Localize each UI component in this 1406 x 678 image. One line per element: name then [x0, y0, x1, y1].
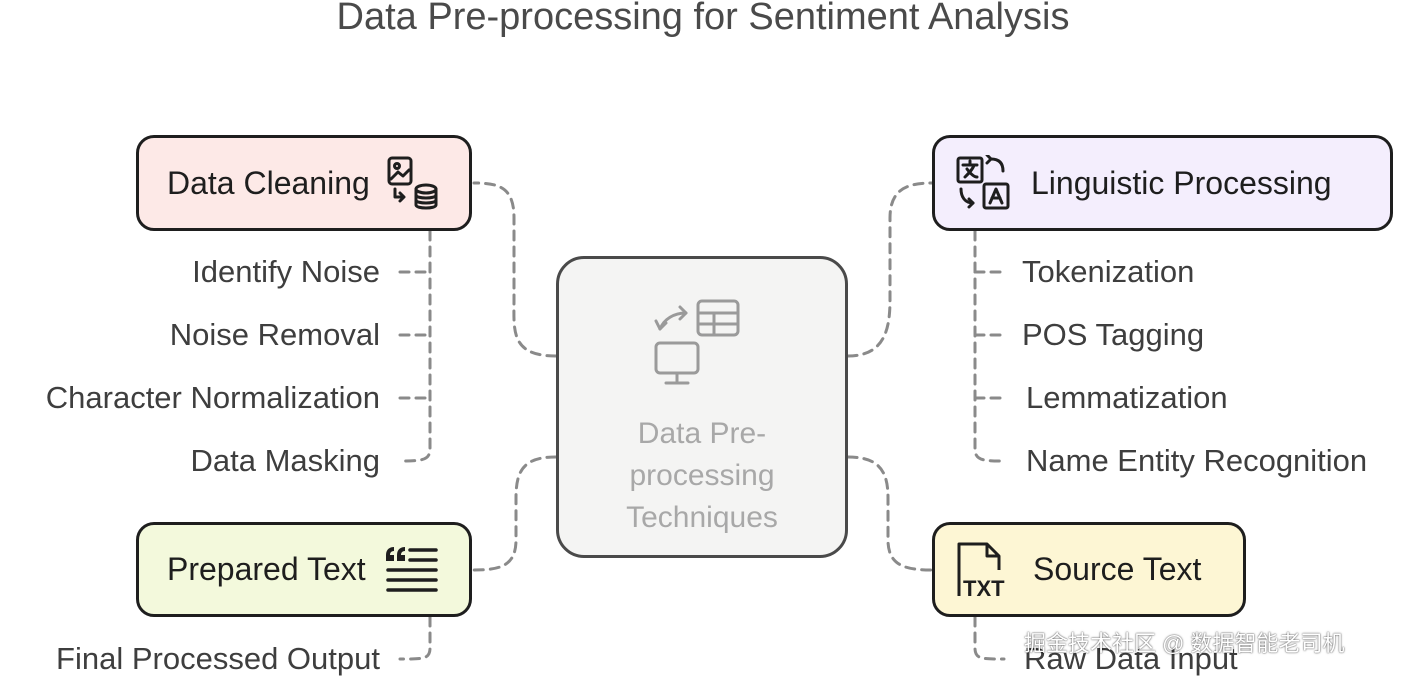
txt-file-icon: TXT — [957, 542, 1005, 600]
spine-data-cleaning — [398, 229, 432, 463]
connector-source-text — [846, 455, 934, 572]
image-database-icon — [387, 156, 438, 210]
linguistic-processing-node[interactable]: Linguistic Processing — [932, 135, 1393, 231]
quote-text-icon — [385, 546, 438, 592]
linguistic-item: Tokenization — [1022, 254, 1195, 289]
linguistic-processing-label: Linguistic Processing — [1031, 164, 1332, 201]
linguistic-item: Lemmatization — [1026, 380, 1228, 415]
data-cleaning-node[interactable]: Data Cleaning — [136, 135, 472, 231]
prepared-text-label: Prepared Text — [167, 551, 366, 587]
prepared-text-item: Final Processed Output — [56, 641, 380, 676]
data-cleaning-item: Identify Noise — [192, 254, 380, 289]
svg-text:TXT: TXT — [963, 576, 1005, 600]
connector-data-cleaning — [472, 181, 558, 358]
source-text-item: Raw Data Input — [1024, 641, 1238, 676]
source-text-label: Source Text — [1033, 551, 1202, 587]
linguistic-item: POS Tagging — [1022, 317, 1205, 352]
data-cleaning-item: Noise Removal — [169, 317, 380, 352]
connector-prepared-text — [472, 455, 558, 572]
connector-linguistic — [846, 181, 934, 358]
spine-linguistic — [973, 229, 1006, 463]
data-cleaning-label: Data Cleaning — [167, 164, 370, 201]
data-transform-icon — [654, 299, 740, 385]
source-text-node[interactable]: TXT Source Text — [932, 522, 1246, 617]
spine-source-text — [973, 615, 1006, 661]
translate-icon — [956, 155, 1010, 210]
center-node[interactable]: Data Pre-processing Techniques — [556, 256, 848, 558]
watermark: 掘金技术社区 @ 数据智能老司机 — [1024, 631, 1345, 656]
prepared-text-node[interactable]: Prepared Text — [136, 522, 472, 617]
spine-prepared-text — [398, 615, 432, 661]
diagram-title: Data Pre-processing for Sentiment Analys… — [336, 0, 1070, 38]
center-label: Data Pre-processing Techniques — [626, 417, 778, 534]
data-cleaning-item: Data Masking — [190, 443, 380, 478]
data-cleaning-item: Character Normalization — [45, 380, 380, 415]
linguistic-item: Name Entity Recognition — [1026, 443, 1368, 478]
